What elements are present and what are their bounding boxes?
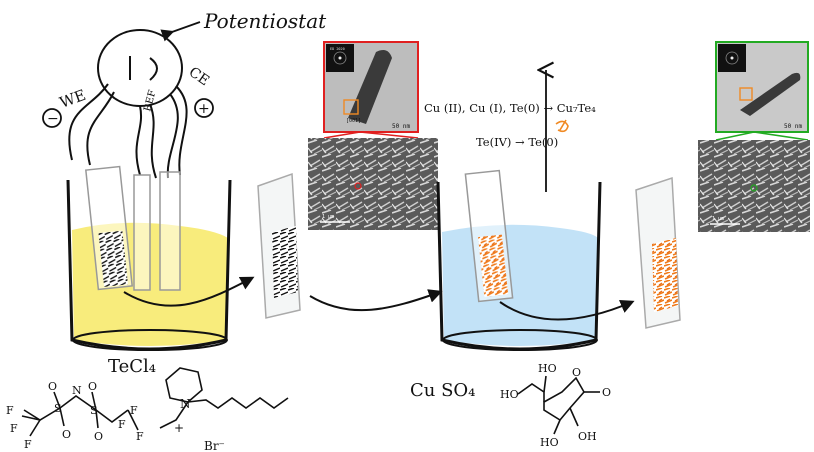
micrograph-cu7te4: 50 nm 1 µm bbox=[698, 41, 810, 232]
atom-o: O bbox=[88, 380, 97, 393]
slide-cu7te4-film bbox=[635, 176, 681, 329]
transfer-arrow-1 bbox=[123, 276, 255, 307]
ring-oxygen: O bbox=[572, 366, 581, 379]
atom-o: O bbox=[62, 428, 71, 441]
hydroxyl-label: OH bbox=[578, 430, 597, 443]
atom-o: O bbox=[48, 380, 57, 393]
beaker-cuso4: Cu SO₄ bbox=[410, 169, 602, 401]
atom-s: S bbox=[54, 402, 62, 415]
plus-terminal bbox=[194, 98, 214, 118]
atom-f: F bbox=[136, 430, 144, 443]
reference-electrode bbox=[133, 174, 151, 291]
reaction-bottom: Te(IV) → Te(0) bbox=[476, 135, 558, 149]
atom-o: O bbox=[94, 430, 103, 443]
copper-telluride-film-bath bbox=[478, 234, 509, 297]
tellurium-film bbox=[98, 230, 128, 287]
charge-plus: + bbox=[174, 421, 184, 435]
cuso4-solution bbox=[442, 224, 598, 346]
electron-transfer-mark bbox=[555, 119, 569, 133]
minus-sign: − bbox=[47, 111, 59, 127]
hydroxyl-label: HO bbox=[540, 436, 559, 449]
piperidinium-cation bbox=[159, 367, 289, 429]
cation-atoms: N + Br⁻ bbox=[174, 397, 225, 452]
reaction-top: Cu (II), Cu (I), Te(0) → Cu₇Te₄ bbox=[424, 101, 596, 115]
tfsi-anion bbox=[21, 391, 139, 437]
ce-label: CE bbox=[186, 64, 212, 89]
slide-te-film bbox=[257, 172, 301, 319]
minus-terminal bbox=[42, 108, 62, 128]
bromide-anion: Br⁻ bbox=[204, 439, 225, 452]
atom-n: N bbox=[72, 384, 82, 397]
counter-electrode bbox=[159, 171, 181, 291]
transfer-arrow-3 bbox=[499, 299, 635, 321]
beaker-tecl4: TeCl₄ bbox=[66, 165, 232, 377]
ascorbic-acid bbox=[517, 375, 600, 435]
hydroxyl-label: HO bbox=[538, 362, 557, 375]
tecl4-label: TeCl₄ bbox=[108, 356, 156, 377]
lattice-plane-label: [001] bbox=[346, 118, 361, 124]
atom-f: F bbox=[24, 438, 32, 451]
ref-label: REF bbox=[142, 89, 158, 113]
reaction-scheme: Cu (II), Cu (I), Te(0) → Cu₇Te₄ Te(IV) →… bbox=[424, 70, 596, 192]
atom-f: F bbox=[130, 404, 138, 417]
scale-tem-2: 50 nm bbox=[784, 123, 802, 130]
atom-s: S bbox=[90, 404, 98, 417]
inset-label: ED 2020 bbox=[330, 47, 345, 51]
micrograph-te: ED 2020 [001] 50 nm 1 µm bbox=[308, 41, 438, 230]
atom-f: F bbox=[10, 422, 18, 435]
plus-sign: + bbox=[198, 101, 210, 117]
atom-n: N bbox=[180, 397, 191, 411]
scale-tem-1: 50 nm bbox=[392, 123, 410, 130]
scale-sem-2: 1 µm bbox=[712, 216, 724, 222]
sem-image-te bbox=[308, 138, 438, 230]
hydroxyl-label: HO bbox=[500, 388, 519, 401]
potentiostat-label: Potentiostat bbox=[203, 9, 327, 33]
cuso4-label: Cu SO₄ bbox=[410, 380, 475, 401]
potentiostat: Potentiostat WE CE REF − + bbox=[42, 9, 327, 179]
scale-sem-1: 1 µm bbox=[322, 214, 334, 220]
atom-f: F bbox=[118, 418, 126, 431]
tfsi-atoms: F F F O O N S S O O F F F bbox=[6, 380, 144, 451]
ascorbic-atoms: HO HO O O HO OH bbox=[500, 362, 611, 449]
carbonyl-oxygen: O bbox=[602, 386, 611, 399]
transfer-arrow-2 bbox=[309, 289, 443, 312]
atom-f: F bbox=[6, 404, 14, 417]
sem-image-cu7te4 bbox=[698, 140, 810, 232]
